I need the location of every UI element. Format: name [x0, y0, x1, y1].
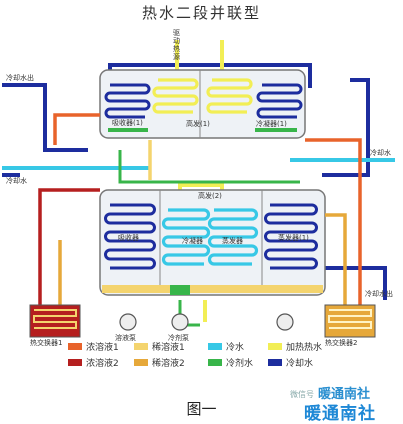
legend-label: 稀溶液2	[152, 359, 185, 369]
legend-item: 加热热水	[268, 340, 322, 353]
label-pump-solution: 溶液泵	[115, 333, 136, 342]
heat-exchanger-1-coil	[33, 309, 77, 329]
watermark-top: 暖通南社	[318, 387, 371, 402]
lower-shell	[99, 189, 326, 296]
legend-swatch	[134, 343, 148, 350]
legend-swatch	[268, 343, 282, 350]
legend-swatch	[208, 343, 222, 350]
legend: 浓溶液1 稀溶液1 冷水 加热热水浓溶液2 稀溶液2 冷剂水 冷却水	[68, 340, 328, 384]
legend-swatch	[268, 359, 282, 366]
chilled-water-lines	[2, 158, 395, 170]
legend-label: 浓溶液1	[86, 343, 119, 353]
label-pump-refrigerant: 冷剂泵	[168, 333, 189, 342]
legend-item: 浓溶液2	[68, 356, 119, 369]
legend-item: 稀溶液2	[134, 356, 185, 369]
watermark-small: 微信号	[290, 390, 314, 399]
legend-label: 冷水	[226, 343, 245, 353]
lower-middle-coil	[161, 208, 259, 266]
label-cooling-water-out-bottom: 冷却水出	[365, 289, 393, 298]
legend-label: 浓溶液2	[86, 359, 119, 369]
label-evap1: 蒸发器(1)	[278, 233, 309, 242]
figure-caption: 图一	[186, 400, 217, 418]
diagram-title: 热水二段并联型	[141, 4, 261, 22]
legend-item: 冷剂水	[208, 356, 253, 369]
legend-label: 稀溶液1	[152, 343, 185, 353]
solution-pump-icon	[119, 313, 137, 331]
legend-swatch	[208, 359, 222, 366]
legend-swatch	[134, 359, 148, 366]
cooling-water-lines	[2, 63, 387, 300]
legend-item: 浓溶液1	[68, 340, 119, 353]
upper-left-coil	[104, 83, 151, 119]
solution-lines	[38, 113, 362, 305]
heat-exchanger-2-coil	[328, 309, 372, 329]
lower-solution-pool	[102, 285, 323, 293]
label-cooling-water-in-top: 冷却水出	[6, 73, 34, 82]
label-hg1: 高发(1)	[186, 119, 210, 128]
lower-refrigerant-pool	[170, 285, 190, 295]
label-hx2: 热交换器2	[325, 338, 357, 347]
label-evap2: 蒸发器	[222, 236, 243, 245]
legend-item: 冷水	[208, 340, 244, 353]
upper-tray-right	[255, 128, 297, 132]
legend-label: 加热热水	[286, 343, 323, 353]
legend-item: 冷却水	[268, 356, 313, 369]
legend-swatch	[68, 359, 82, 366]
label-abs1: 吸收器(1)	[112, 118, 143, 127]
lower-right-coil	[264, 203, 318, 270]
label-hg2: 高发(2)	[198, 191, 222, 200]
label-cooling-water-right: 冷却水	[370, 148, 391, 157]
label-heat-source-top: 驱动热源	[173, 29, 180, 61]
watermark-site: 暖通南社	[304, 404, 376, 424]
solution-pump-2-icon	[276, 313, 294, 331]
upper-right-coil	[256, 83, 303, 119]
lower-left-coil	[104, 203, 156, 270]
upper-tray-left	[108, 128, 148, 132]
legend-swatch	[68, 343, 82, 350]
refrigerant-pump-icon	[171, 313, 189, 331]
label-cond2: 冷凝器	[182, 236, 203, 245]
upper-shell	[99, 69, 306, 139]
label-hx1: 热交换器1	[30, 338, 62, 347]
watermark: 微信号 暖通南社 暖通南社	[290, 383, 402, 424]
label-cooling-water-left: 冷却水	[6, 176, 27, 185]
legend-label: 冷剂水	[226, 359, 254, 369]
upper-middle-coil	[152, 78, 253, 114]
label-cond1: 冷凝器(1)	[256, 119, 287, 128]
label-abs2: 吸收器	[118, 233, 139, 242]
legend-label: 冷却水	[286, 359, 314, 369]
legend-item: 稀溶液1	[134, 340, 185, 353]
